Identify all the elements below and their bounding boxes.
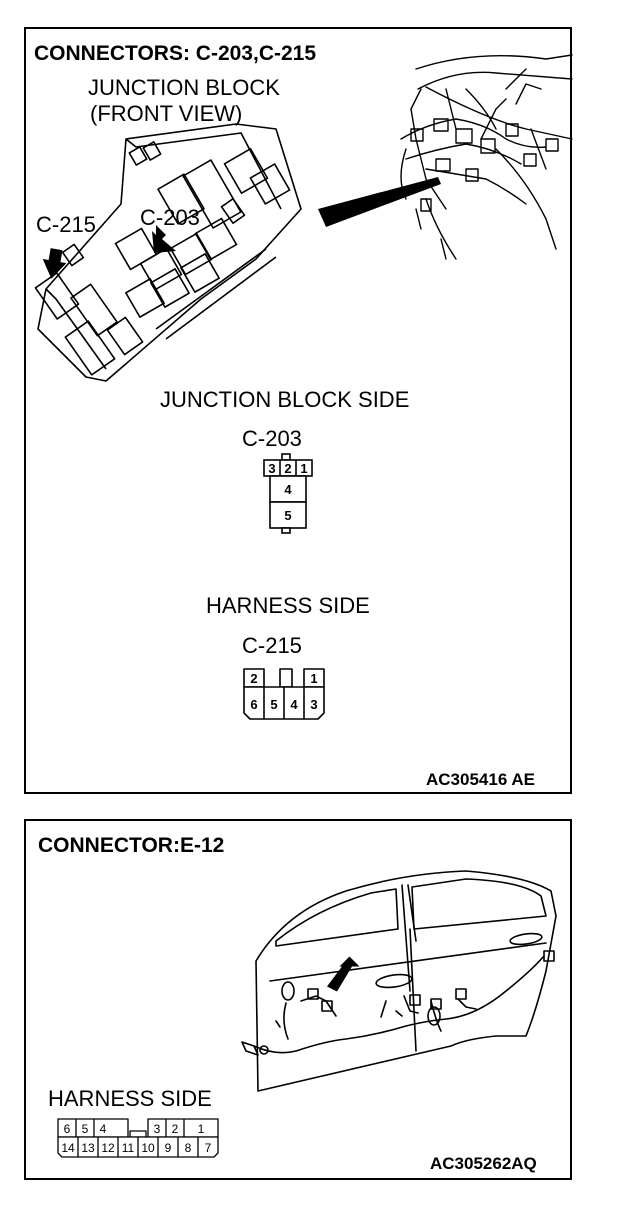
e12-pin-14: 14 [61,1141,75,1155]
callout-c215: C-215 [36,212,96,237]
callout-c203: C-203 [140,205,200,230]
c203-pin-4: 4 [284,482,292,497]
front-view-label: (FRONT VIEW) [90,101,243,126]
e12-pin-2: 2 [172,1122,179,1136]
connector-panel-e12: CONNECTOR:E-12 [24,819,572,1180]
junction-block-illustration [34,123,302,382]
connector-panel-c203-c215: CONNECTORS: C-203,C-215 JUNCTION BLOCK (… [24,27,573,794]
figure-code: AC305416 AE [426,770,535,789]
connector-e12-face: 6 5 4 3 2 1 14 13 12 11 10 9 8 7 [57,1118,219,1158]
e12-pin-10: 10 [141,1141,155,1155]
connector-c203-label: C-203 [242,426,302,451]
connector-c203-face: 3 2 1 4 5 [263,453,313,534]
panel-title: CONNECTOR:E-12 [38,834,225,857]
harness-side-label: HARNESS SIDE [48,1086,212,1111]
c215-pin-6: 6 [250,697,257,712]
c215-pin-1: 1 [310,671,317,686]
e12-pin-12: 12 [101,1141,115,1155]
c203-pin-1: 1 [300,461,307,476]
panel-title: CONNECTORS: C-203,C-215 [34,42,317,65]
e12-pin-8: 8 [185,1141,192,1155]
e12-pin-9: 9 [165,1141,172,1155]
e12-pin-5: 5 [82,1122,89,1136]
harness-side-label: HARNESS SIDE [206,593,370,618]
c215-pin-2: 2 [250,671,257,686]
car-door-illustration [241,870,557,1092]
c203-pin-2: 2 [284,461,291,476]
c215-pin-3: 3 [310,697,317,712]
junction-block-label: JUNCTION BLOCK [88,75,280,100]
e12-pin-11: 11 [122,1141,135,1155]
c203-pin-3: 3 [268,461,275,476]
e12-pin-7: 7 [205,1141,212,1155]
e12-pin-6: 6 [64,1122,71,1136]
figure-code: AC305262AQ [430,1154,537,1173]
c203-pin-5: 5 [284,508,291,523]
e12-pin-4: 4 [100,1122,107,1136]
connector-c215-face: 2 1 6 5 4 3 [243,668,325,720]
connector-c215-label: C-215 [242,633,302,658]
junction-block-side-label: JUNCTION BLOCK SIDE [160,387,410,412]
c215-pin-4: 4 [290,697,298,712]
e12-pin-1: 1 [198,1122,205,1136]
e12-pin-13: 13 [81,1141,95,1155]
e12-pin-3: 3 [154,1122,161,1136]
dashboard-location-illustration [318,54,573,260]
c215-pin-5: 5 [270,697,277,712]
